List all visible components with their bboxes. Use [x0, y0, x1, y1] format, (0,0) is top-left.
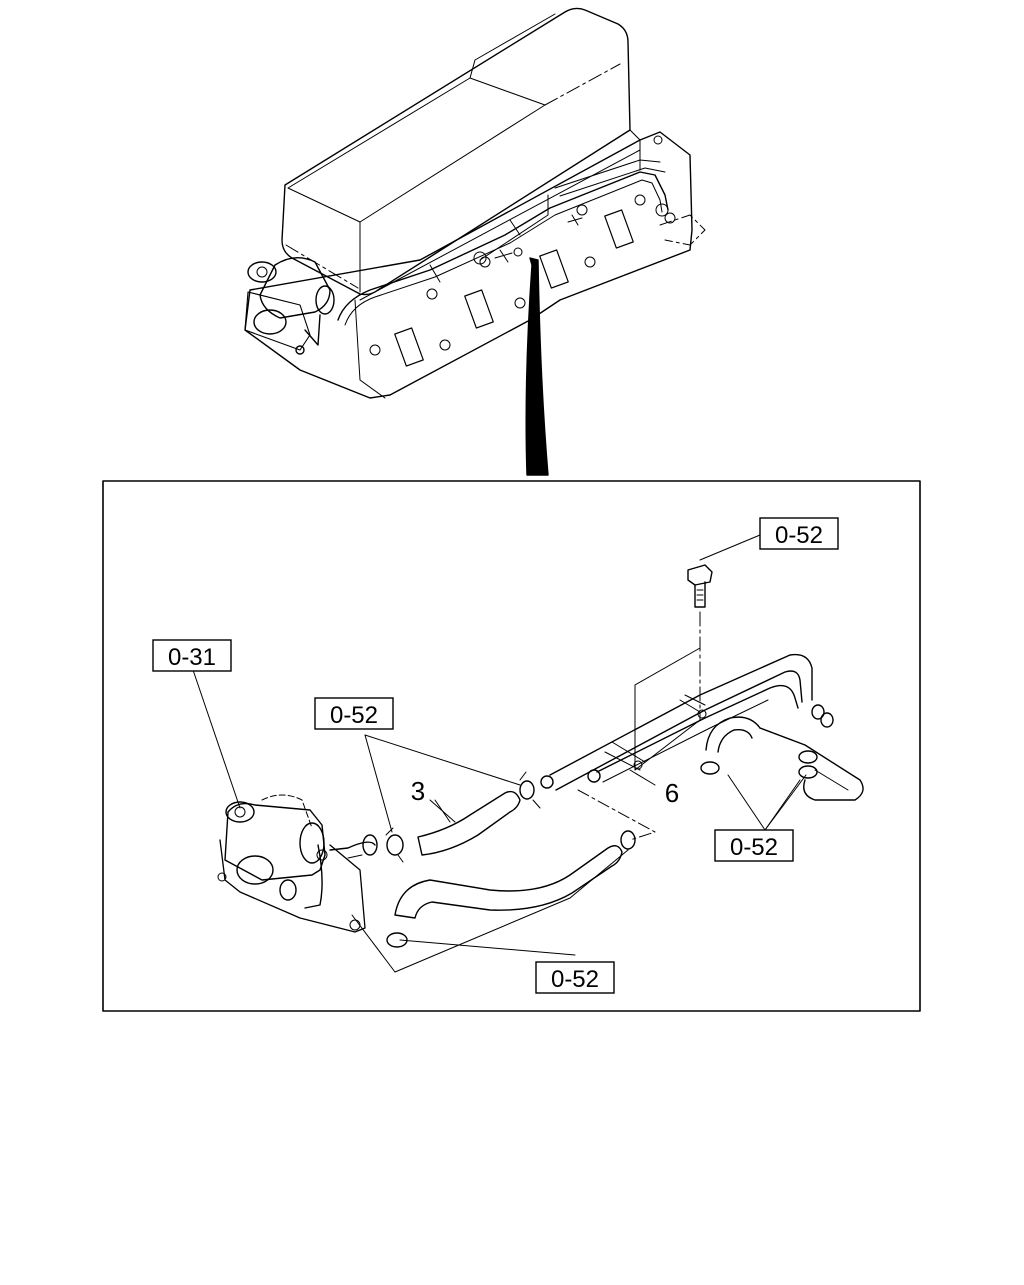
callout-pipe-right-clamps-label: 0-52	[730, 834, 778, 861]
bolt	[687, 534, 761, 721]
callout-bolt: 0-52	[759, 517, 839, 550]
manifold-port	[539, 249, 569, 289]
rocker-cover-top-ridge	[287, 77, 546, 223]
detail-frame	[102, 480, 921, 1012]
manifold-port	[394, 327, 424, 367]
callout-hose-upper-clamps: 0-52	[314, 697, 394, 730]
manifold-port	[604, 209, 634, 249]
callout-egr-valve-label: 0-31	[168, 644, 216, 671]
hose-lower	[351, 789, 656, 973]
rocker-cover	[281, 7, 631, 296]
egr-valve-small	[244, 257, 335, 355]
detail-pointer	[525, 257, 549, 476]
callout-pipe-right-clamps: 0-52	[714, 829, 794, 862]
callout-bolt-label: 0-52	[775, 522, 823, 549]
egr-valve	[217, 794, 378, 933]
callout-egr-valve: 0-31	[152, 639, 232, 672]
callout-hose-lower-clamps-label: 0-52	[551, 966, 599, 993]
egr-cooler-pipe	[540, 647, 834, 791]
egr-pipe-small	[337, 171, 669, 321]
manifold-port	[464, 289, 494, 329]
callout-hose-lower-clamps: 0-52	[535, 961, 615, 994]
part-number-pipe: 6	[665, 778, 679, 808]
cylinder-head	[244, 131, 693, 399]
callout-hose-upper-clamps-label: 0-52	[330, 702, 378, 729]
hose-3	[364, 734, 541, 863]
part-number-hose: 3	[411, 776, 425, 806]
engine-assembly-illustration	[244, 7, 706, 476]
hose-right	[700, 716, 864, 801]
